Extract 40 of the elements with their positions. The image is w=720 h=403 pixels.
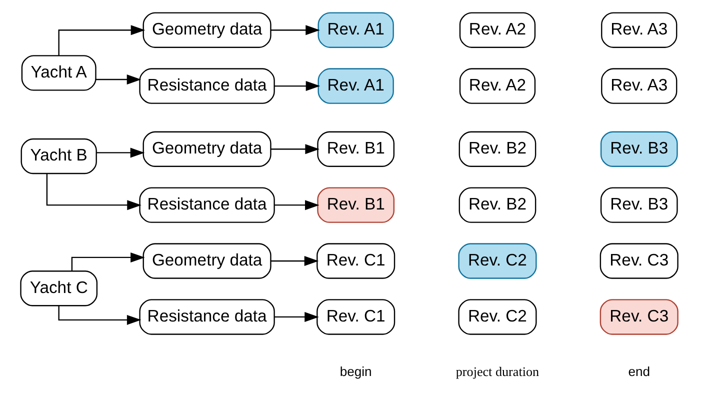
node-box: Rev. C2 xyxy=(458,299,537,335)
node-box: Geometry data xyxy=(142,12,272,48)
node-box: Yacht B xyxy=(20,138,97,174)
node-box: Resistance data xyxy=(139,187,275,223)
arrow xyxy=(46,174,142,210)
arrow xyxy=(274,200,320,210)
arrow xyxy=(271,256,319,266)
node-box: Rev. B2 xyxy=(458,187,536,223)
node-box: Geometry data xyxy=(142,243,272,279)
node-box: Rev. A1 xyxy=(318,68,394,104)
arrow xyxy=(271,25,320,36)
node-box: Rev. C3 xyxy=(600,299,678,335)
node-box: Rev. C3 xyxy=(600,243,678,279)
arrow xyxy=(96,74,142,84)
label: end xyxy=(628,364,650,380)
node-box: Rev. A1 xyxy=(318,12,394,48)
arrow xyxy=(58,25,146,56)
node-box: Rev. B3 xyxy=(600,131,678,167)
node-box: Rev. B1 xyxy=(317,187,395,223)
node-box: Geometry data xyxy=(142,131,272,167)
node-box: Rev. A3 xyxy=(601,68,678,104)
node-box: Yacht A xyxy=(21,55,96,91)
label: begin xyxy=(340,364,372,380)
node-box: Yacht C xyxy=(20,270,98,306)
node-box: Rev. B3 xyxy=(600,187,678,223)
node-box: Rev. A3 xyxy=(601,12,678,48)
node-box: Rev. A2 xyxy=(459,68,536,104)
node-box: Resistance data xyxy=(139,68,275,104)
arrow xyxy=(274,81,320,92)
node-box: Rev. B1 xyxy=(317,131,395,167)
node-box: Rev. A2 xyxy=(459,12,536,48)
node-box: Rev. B2 xyxy=(458,131,536,167)
label: project duration xyxy=(456,364,540,380)
node-box: Rev. C1 xyxy=(316,243,396,279)
arrow xyxy=(274,312,319,322)
arrow xyxy=(271,144,320,154)
node-box: Rev. C1 xyxy=(316,299,396,335)
arrow xyxy=(96,148,145,158)
node-box: Resistance data xyxy=(139,299,275,335)
node-box: Rev. C2 xyxy=(458,243,537,279)
